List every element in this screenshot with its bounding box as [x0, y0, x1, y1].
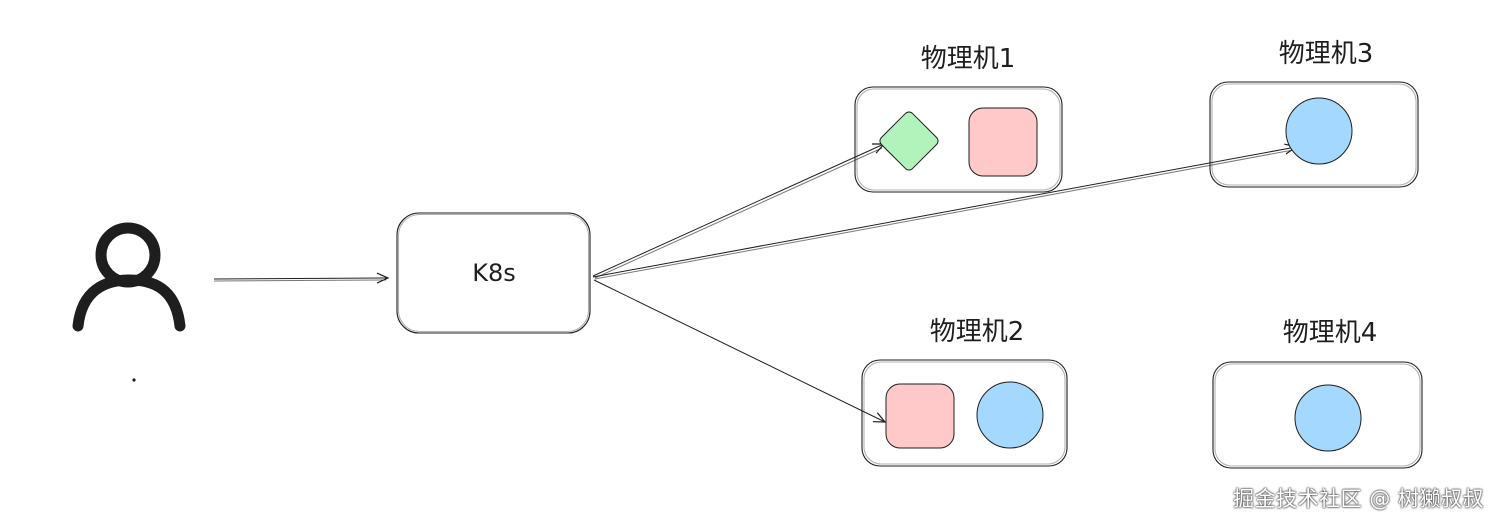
pink-square-shape	[968, 107, 1038, 177]
machine-4-label: 物理机4	[1283, 318, 1378, 348]
watermark: 掘金技术社区 @ 树獭叔叔	[1233, 487, 1484, 511]
user-icon	[72, 222, 186, 382]
arrow-k8s-to-machine3	[592, 143, 1298, 280]
blue-circle-shape	[1285, 97, 1353, 165]
arrow-user-to-k8s	[213, 272, 390, 284]
machine-2-label: 物理机2	[930, 317, 1025, 347]
machine-1-label: 物理机1	[921, 44, 1016, 74]
pink-square-shape	[885, 383, 955, 449]
machine-4: 物理机4	[1212, 318, 1423, 469]
green-diamond-shape	[879, 111, 939, 171]
blue-circle-shape	[976, 381, 1044, 449]
arrow-k8s-to-machine1	[592, 143, 886, 279]
arrow-k8s-to-machine2	[593, 279, 887, 423]
k8s-node: K8s	[396, 212, 591, 334]
machine-2: 物理机2	[861, 317, 1068, 467]
k8s-label: K8s	[472, 259, 516, 287]
machine-1: 物理机1	[854, 44, 1063, 193]
machine-3: 物理机3	[1209, 39, 1419, 188]
blue-circle-shape	[1294, 384, 1362, 452]
machine-3-label: 物理机3	[1279, 39, 1374, 69]
dot-mark	[132, 378, 136, 382]
